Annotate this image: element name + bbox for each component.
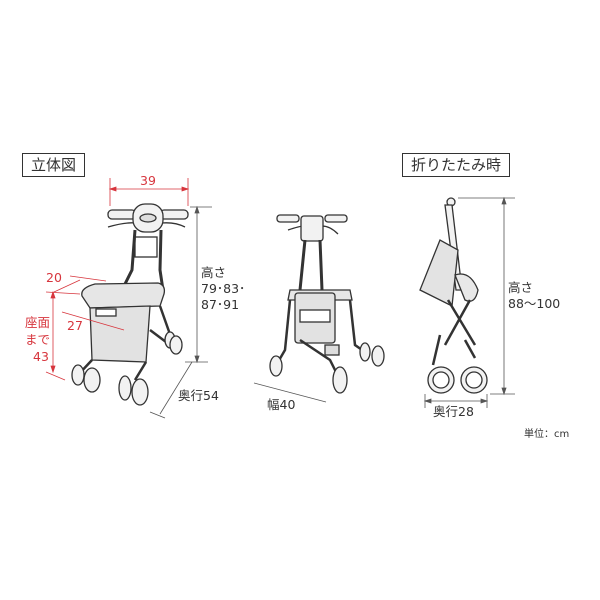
walker-perspective-illustration — [71, 203, 189, 406]
depth-54-label: 奥行54 — [178, 388, 219, 403]
dim-width-39 — [108, 178, 190, 206]
folded-view-title: 折りたたみ時 — [402, 153, 511, 177]
seat-width-label: 27 — [67, 318, 83, 333]
height-values-line2: 87･91 — [201, 297, 240, 312]
width-40-label: 幅40 — [267, 397, 296, 412]
seat-height-line1: 座面 — [25, 315, 51, 330]
folded-depth-label: 奥行28 — [433, 404, 474, 419]
seat-depth-label: 20 — [46, 270, 62, 285]
folded-height-label: 高さ — [508, 280, 534, 295]
unit-note: 単位：cm — [524, 429, 570, 440]
seat-height-line2: まで — [25, 332, 51, 347]
width-39-label: 39 — [140, 173, 156, 188]
dimension-lines — [45, 178, 515, 419]
folded-height-values: 88〜100 — [508, 296, 561, 311]
height-label: 高さ — [201, 265, 227, 280]
seat-height-value: 43 — [33, 349, 49, 364]
walker-rear-illustration — [269, 214, 385, 394]
walker-folded-illustration — [419, 197, 488, 394]
height-values-line1: 79･83･ — [201, 281, 246, 296]
perspective-view-title: 立体図 — [22, 153, 86, 177]
